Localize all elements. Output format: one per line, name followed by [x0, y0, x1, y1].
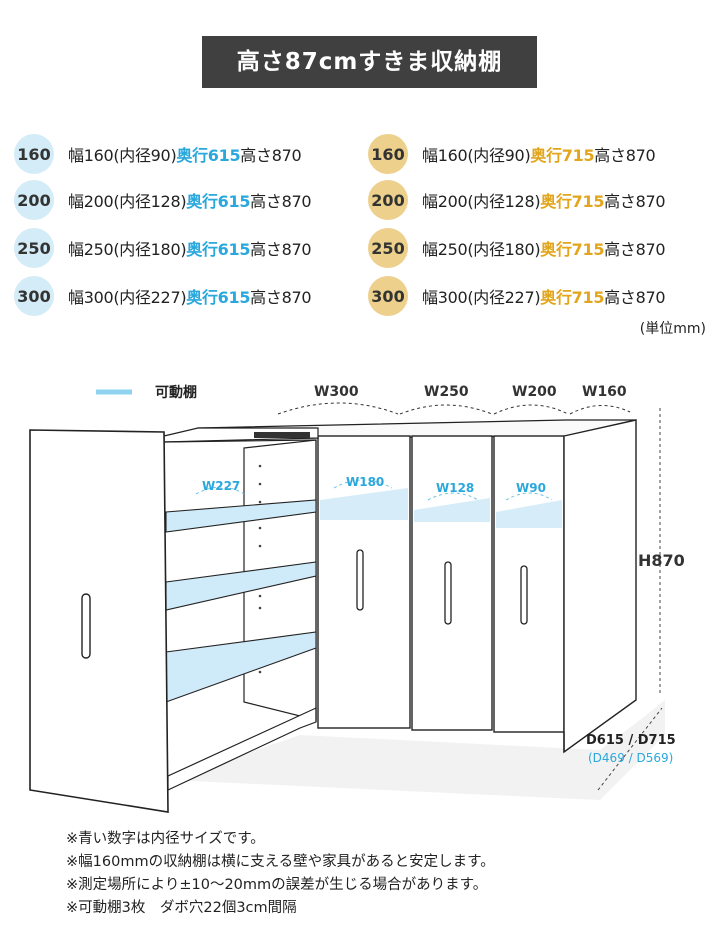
width-label: W160 [582, 384, 627, 400]
inner-depth-label: (D469 / D569) [588, 751, 673, 765]
shelf-w160 [496, 500, 562, 528]
spec-text: 幅200(内径128)奥行615高さ870 [68, 192, 312, 211]
width-label: W200 [512, 384, 557, 400]
size-badge: 200 [14, 180, 54, 220]
unit-label: (単位mm) [639, 321, 706, 337]
inner-arc [505, 492, 553, 501]
spec-row-615-160: 160 幅160(内径90)奥行615高さ870 [14, 134, 302, 174]
width-arc [399, 404, 493, 415]
width-arc [493, 404, 569, 415]
width-label: W250 [424, 384, 469, 400]
width-label: W300 [314, 384, 359, 400]
spec-text: 幅200(内径128)奥行715高さ870 [422, 192, 666, 211]
inner-arc [333, 479, 393, 489]
spec-row-715-160: 160 幅160(内径90)奥行715高さ870 [368, 134, 656, 174]
handle [520, 565, 528, 625]
top-handle [254, 432, 310, 438]
inner-width-label: W180 [346, 475, 384, 489]
inner-arc [427, 492, 479, 501]
spec-row-715-200: 200 幅200(内径128)奥行715高さ870 [368, 180, 666, 220]
inner-width-label: W227 [202, 479, 240, 493]
size-badge: 300 [368, 276, 408, 316]
movable-shelf-1 [165, 499, 317, 533]
height-label: H870 [638, 551, 685, 570]
spec-text: 幅160(内径90)奥行615高さ870 [68, 146, 302, 165]
spec-row-615-200: 200 幅200(内径128)奥行615高さ870 [14, 180, 312, 220]
depth-label: D615 / D715 [586, 733, 676, 748]
spec-text: 幅250(内径180)奥行615高さ870 [68, 240, 312, 259]
size-badge: 250 [14, 228, 54, 268]
note-line: ※可動棚3枚 ダボ穴22個3cm間隔 [66, 900, 297, 916]
cabinet-w160 [493, 435, 565, 733]
page-title: 高さ87cmすきま収納棚 [202, 36, 537, 88]
shelf-w200 [414, 498, 490, 522]
inner-width-label: W128 [436, 481, 474, 495]
cabinet-side [563, 419, 637, 754]
note-line: ※測定場所により±10〜20mmの誤差が生じる場合があります。 [66, 877, 488, 893]
size-badge: 160 [368, 134, 408, 174]
width-arc [569, 404, 631, 415]
spec-text: 幅250(内径180)奥行715高さ870 [422, 240, 666, 259]
size-badge: 300 [14, 276, 54, 316]
cabinet-w250 [317, 435, 411, 729]
spec-row-715-300: 300 幅300(内径227)奥行715高さ870 [368, 276, 666, 316]
pullout-front-panel [29, 429, 169, 813]
note-line: ※幅160mmの収納棚は横に支える壁や家具があると安定します。 [66, 854, 495, 870]
legend-label: 可動棚 [155, 384, 197, 401]
spec-text: 幅300(内径227)奥行615高さ870 [68, 288, 312, 307]
size-badge: 200 [368, 180, 408, 220]
size-badge: 250 [368, 228, 408, 268]
inner-width-label: W90 [516, 481, 546, 495]
width-arc [277, 402, 399, 415]
cabinet-w200 [411, 435, 493, 731]
depth-dimension-line [597, 707, 663, 791]
size-badge: 160 [14, 134, 54, 174]
spec-row-715-250: 250 幅250(内径180)奥行715高さ870 [368, 228, 666, 268]
spec-text: 幅160(内径90)奥行715高さ870 [422, 146, 656, 165]
shelf-w250 [320, 488, 408, 520]
spec-row-615-250: 250 幅250(内径180)奥行615高さ870 [14, 228, 312, 268]
floor-shadow [170, 700, 665, 800]
handle [444, 561, 452, 625]
handle [356, 549, 364, 611]
spec-text: 幅300(内径227)奥行715高さ870 [422, 288, 666, 307]
inner-arc [195, 486, 245, 495]
notes: ※青い数字は内径サイズです。 ※幅160mmの収納棚は横に支える壁や家具があると… [66, 828, 495, 920]
cabinet-diagram: 可動棚 W300 W250 W200 W160 W227 [29, 384, 685, 813]
note-line: ※青い数字は内径サイズです。 [66, 831, 265, 847]
handle [81, 593, 91, 659]
spec-row-615-300: 300 幅300(内径227)奥行615高さ870 [14, 276, 312, 316]
